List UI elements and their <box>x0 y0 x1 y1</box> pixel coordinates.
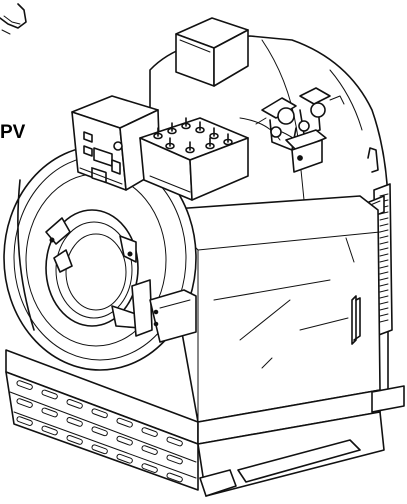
base-slot <box>141 427 158 437</box>
door-porthole <box>45 209 141 329</box>
base-slot <box>16 380 33 390</box>
base-slot <box>16 416 33 426</box>
adjacent-figure-fragment <box>0 3 27 35</box>
base-slot <box>141 445 158 455</box>
vent-slot <box>379 313 389 317</box>
base-slot <box>91 408 108 419</box>
vent-slot <box>379 301 389 305</box>
vent-slot <box>379 265 389 269</box>
vent-slot <box>379 193 389 197</box>
vent-slot <box>379 283 389 287</box>
base-slot <box>41 407 58 418</box>
vent-slot <box>379 235 389 239</box>
base-slot <box>116 453 133 464</box>
base-slot <box>166 454 183 465</box>
base-frame <box>5 349 405 497</box>
side-hook <box>353 297 361 341</box>
vent-slot <box>379 277 389 281</box>
base-slot <box>66 399 83 409</box>
vent-slot <box>379 217 389 221</box>
valve-assembly <box>255 87 345 173</box>
vent-slot <box>379 259 389 263</box>
base-slot <box>166 472 183 483</box>
top-motor-box <box>175 17 249 87</box>
base-slot <box>91 444 108 455</box>
door-latch-handle <box>131 279 197 343</box>
vent-slot <box>379 253 389 257</box>
model-label: PV <box>0 122 26 143</box>
vent-slot <box>379 247 389 251</box>
base-slot <box>116 417 133 428</box>
base-slot <box>41 389 58 400</box>
component-tray <box>139 117 249 201</box>
base-slot <box>116 435 133 446</box>
vent-slot <box>379 229 389 233</box>
base-slot <box>66 417 83 427</box>
vent-slot <box>379 319 389 323</box>
vent-slot <box>379 241 389 245</box>
vent-slot <box>379 289 389 293</box>
vent-slot <box>379 295 389 299</box>
base-slot <box>141 463 158 473</box>
base-slot <box>91 426 108 437</box>
base-slot <box>166 436 183 447</box>
side-handle <box>367 147 379 173</box>
base-slot <box>16 398 33 408</box>
vent-slot <box>379 307 389 311</box>
vent-slot <box>379 271 389 275</box>
base-slot <box>66 435 83 445</box>
base-slot <box>41 425 58 436</box>
vent-slot <box>379 223 389 227</box>
